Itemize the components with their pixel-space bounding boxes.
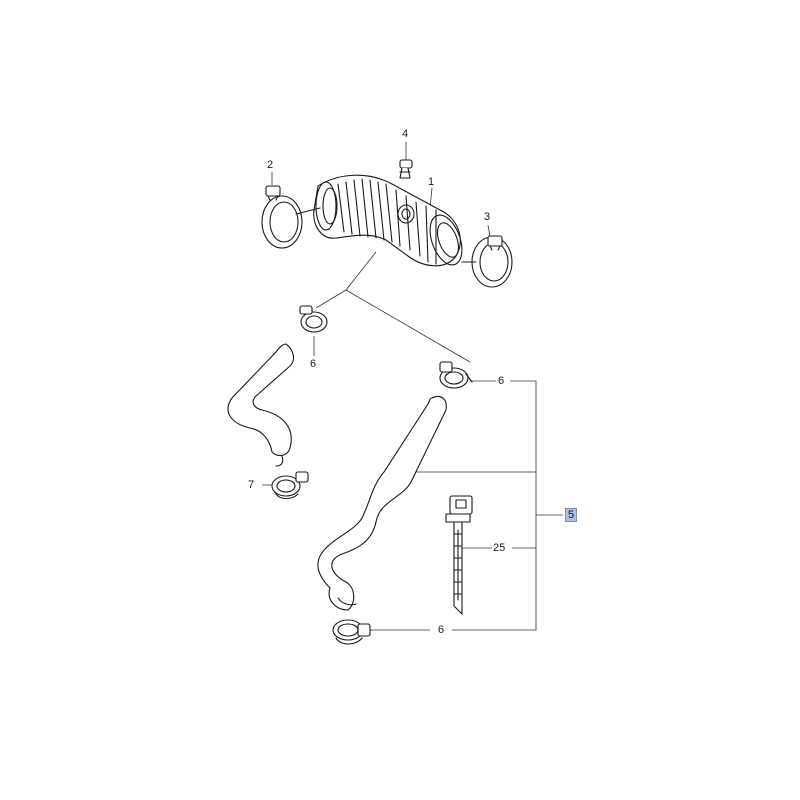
hose-clamp-part-6-right xyxy=(439,361,473,389)
callout-2[interactable]: 2 xyxy=(267,159,274,171)
fitting-part-4 xyxy=(399,159,413,179)
callout-25[interactable]: 25 xyxy=(493,542,506,554)
hose-clamp-part-6-upper xyxy=(299,305,328,333)
hose-clamp-part-3 xyxy=(461,235,513,288)
callout-6-bottom[interactable]: 6 xyxy=(438,624,445,636)
breather-hose-long xyxy=(317,395,447,611)
callout-7[interactable]: 7 xyxy=(248,479,255,491)
cable-tie-part-25 xyxy=(445,495,473,615)
callout-3[interactable]: 3 xyxy=(484,211,491,223)
leader-lines xyxy=(262,142,563,631)
callout-6-upper[interactable]: 6 xyxy=(310,358,317,370)
callout-5[interactable]: 5 xyxy=(565,508,578,522)
callout-4[interactable]: 4 xyxy=(402,128,409,140)
breather-hose-left xyxy=(227,343,295,467)
intake-hose xyxy=(313,174,463,267)
hose-clamp-part-7 xyxy=(271,471,309,500)
callout-6-right[interactable]: 6 xyxy=(498,375,505,387)
callout-1[interactable]: 1 xyxy=(428,176,435,188)
hose-clamp-part-6-bottom xyxy=(332,619,371,645)
hose-clamp-part-2 xyxy=(261,185,321,249)
